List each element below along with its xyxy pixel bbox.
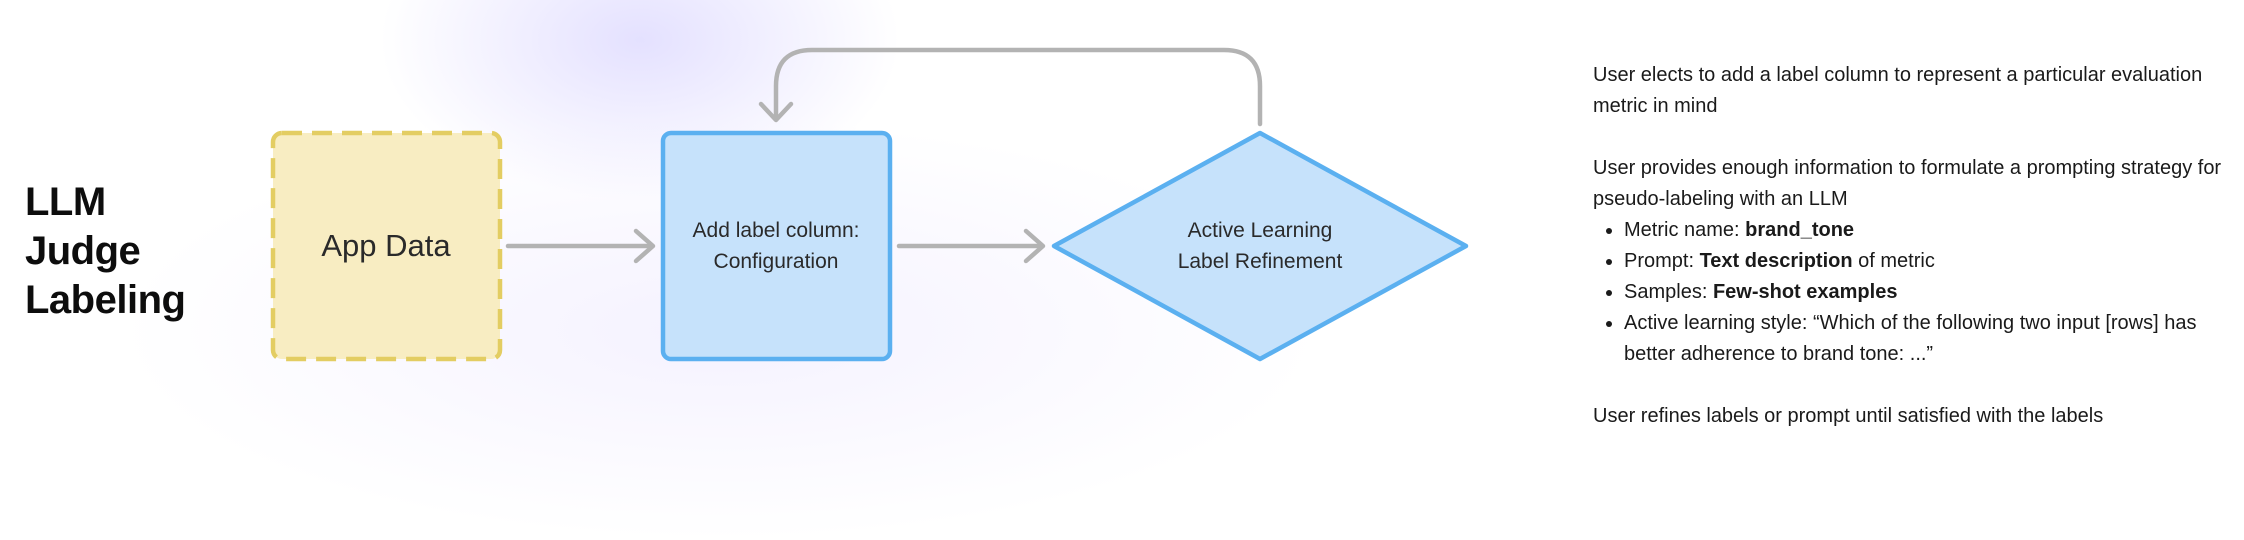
note-bullet-item: Prompt: Text description of metric: [1624, 246, 2233, 277]
active-learning-label: Active Learning Label Refinement: [1055, 132, 1465, 360]
add-label-column-text: Add label column:: [692, 219, 860, 242]
active-learning-node: [1051, 130, 1469, 362]
add-label-column-text: Configuration: [713, 250, 839, 273]
note-paragraph: User elects to add a label column to rep…: [1593, 64, 2203, 117]
note-bullet-item: Samples: Few-shot examples: [1624, 277, 2233, 308]
add-label-column-node: [660, 130, 893, 362]
active-learning-text: Active Learning: [1187, 219, 1333, 242]
title-line: LLM: [25, 180, 106, 224]
flow-diagram: [270, 47, 1469, 362]
app-data-label: App Data: [272, 132, 500, 360]
app-data-text: App Data: [321, 228, 451, 263]
bullet-bold: Text description: [1699, 250, 1853, 272]
page-title: LLM Judge Labeling: [25, 178, 186, 325]
description-notes: User elects to add a label column to rep…: [1593, 60, 2233, 432]
bullet-prefix: Active learning style: “Which of the fol…: [1624, 312, 2197, 365]
bullet-prefix: Prompt:: [1624, 250, 1700, 272]
active-learning-text: Label Refinement: [1177, 250, 1343, 273]
bullet-prefix: Metric name:: [1624, 219, 1746, 241]
note-bullet-list: Metric name: brand_tone Prompt: Text des…: [1593, 215, 2233, 370]
note-section: User provides enough information to form…: [1593, 153, 2233, 370]
bullet-bold: brand_tone: [1745, 219, 1855, 241]
note-paragraph: User provides enough information to form…: [1593, 157, 2222, 210]
add-label-column-label: Add label column: Configuration: [662, 132, 890, 360]
note-bullet-item: Active learning style: “Which of the fol…: [1624, 308, 2233, 370]
app-data-node: [270, 130, 503, 362]
edge-config-to-active-learning: [896, 228, 1046, 264]
bullet-prefix: Samples:: [1624, 281, 1713, 303]
bullet-bold: Few-shot examples: [1712, 281, 1898, 303]
edge-loop-back: [758, 47, 1263, 127]
bullet-suffix: of metric: [1852, 250, 1935, 272]
note-bullet-item: Metric name: brand_tone: [1624, 215, 2233, 246]
note-paragraph: User refines labels or prompt until sati…: [1593, 405, 2104, 427]
edge-app-to-config: [505, 228, 656, 264]
title-line: Labeling: [25, 278, 186, 322]
title-line: Judge: [25, 229, 141, 273]
